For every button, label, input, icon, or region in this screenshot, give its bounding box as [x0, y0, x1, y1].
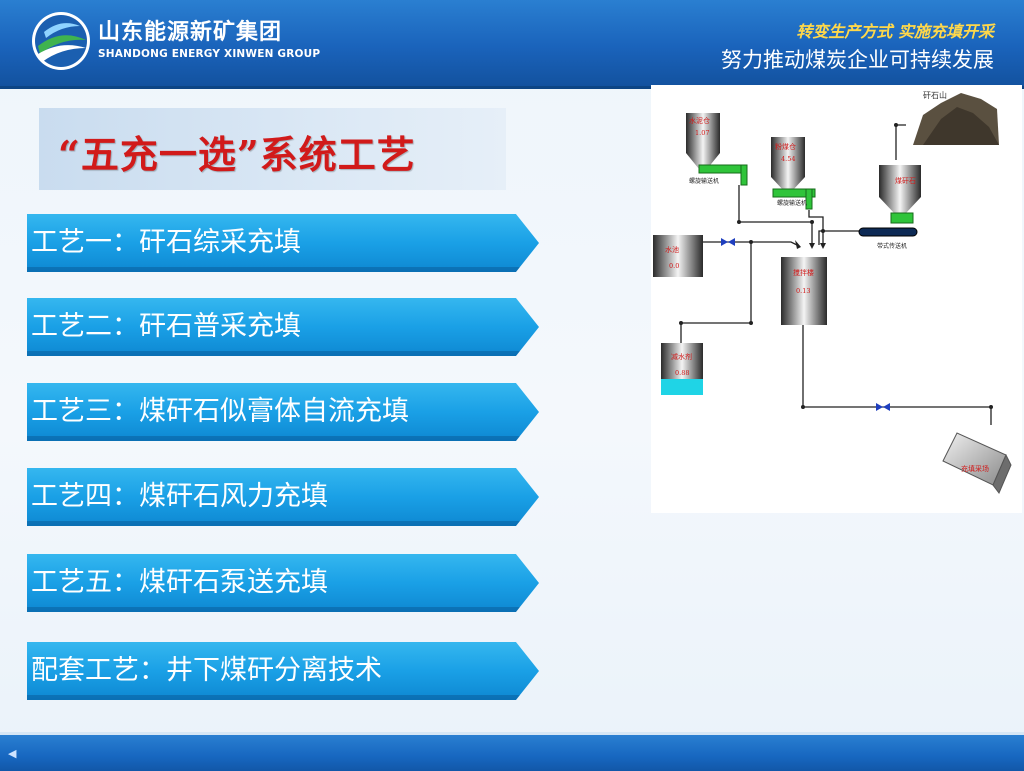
mixer-label: 搅拌楼	[793, 268, 814, 277]
footer-bar: ◀	[0, 732, 1024, 771]
mixer-value: 0.13	[796, 287, 810, 295]
water-tank-icon	[653, 235, 703, 277]
pipe-joints	[679, 123, 993, 409]
gangue-hopper-icon	[879, 165, 921, 224]
fly-ash-silo-value: 4.54	[781, 155, 795, 163]
water-reducer-value: 0.88	[675, 369, 689, 377]
title-background	[39, 108, 506, 190]
page-title: “五充一选”系统工艺	[58, 132, 416, 177]
process-banner-1[interactable]: 工艺一：矸石综采充填	[27, 214, 539, 272]
belt-conveyor-label: 带式传送机	[877, 242, 907, 250]
header-bar: 山东能源新矿集团 SHANDONG ENERGY XINWEN GROUP 转变…	[0, 0, 1024, 89]
mixer-icon	[781, 257, 827, 325]
water-tank-value: 0.0	[669, 262, 679, 270]
flow-arrows	[795, 240, 826, 249]
screw-conveyor-2-icon	[772, 188, 816, 198]
filling-stope-icon	[942, 432, 1012, 494]
cement-silo-value: 1.07	[695, 129, 709, 137]
company-logo-icon	[32, 12, 90, 70]
cement-silo-label: 水泥仓	[689, 116, 710, 125]
gangue-hopper-label: 煤矸石	[895, 176, 916, 185]
gangue-mountain-icon	[913, 93, 999, 145]
belt-conveyor-icon	[858, 227, 918, 237]
cement-silo-icon	[686, 113, 720, 169]
process-banner-3[interactable]: 工艺三：煤矸石似膏体自流充填	[27, 383, 539, 441]
water-reducer-label: 减水剂	[671, 352, 692, 361]
screw-conveyor-2-label: 螺旋输送机	[777, 199, 807, 207]
screw-conveyor-1-drop	[740, 164, 748, 186]
gangue-mountain-label: 矸石山	[923, 90, 947, 100]
company-name-en: SHANDONG ENERGY XINWEN GROUP	[98, 48, 321, 60]
fly-ash-silo-icon	[771, 137, 805, 191]
water-reducer-tank-icon	[661, 343, 703, 395]
screw-conveyor-1-icon	[698, 164, 746, 174]
fly-ash-silo-label: 粉煤仓	[775, 142, 796, 151]
slogan-top: 转变生产方式 实施充填开采	[796, 22, 994, 41]
process-banner-5[interactable]: 工艺五：煤矸石泵送充填	[27, 554, 539, 612]
slogan-bottom: 努力推动煤炭企业可持续发展	[721, 48, 994, 72]
company-name-cn: 山东能源新矿集团	[98, 20, 283, 45]
nav-arrow-icon[interactable]: ◀	[8, 747, 17, 760]
screw-conveyor-1-label: 螺旋输送机	[689, 177, 719, 185]
screw-conveyor-2-drop	[805, 188, 813, 210]
process-banner-2[interactable]: 工艺二：矸石普采充填	[27, 298, 539, 356]
filling-stope-label: 充填采场	[961, 464, 989, 473]
process-banner-4[interactable]: 工艺四：煤矸石风力充填	[27, 468, 539, 526]
process-flow-diagram: 矸石山	[651, 85, 1022, 513]
process-banner-6[interactable]: 配套工艺：井下煤矸分离技术	[27, 642, 539, 700]
water-tank-label: 水池	[665, 245, 679, 254]
valve-icons	[721, 238, 890, 411]
